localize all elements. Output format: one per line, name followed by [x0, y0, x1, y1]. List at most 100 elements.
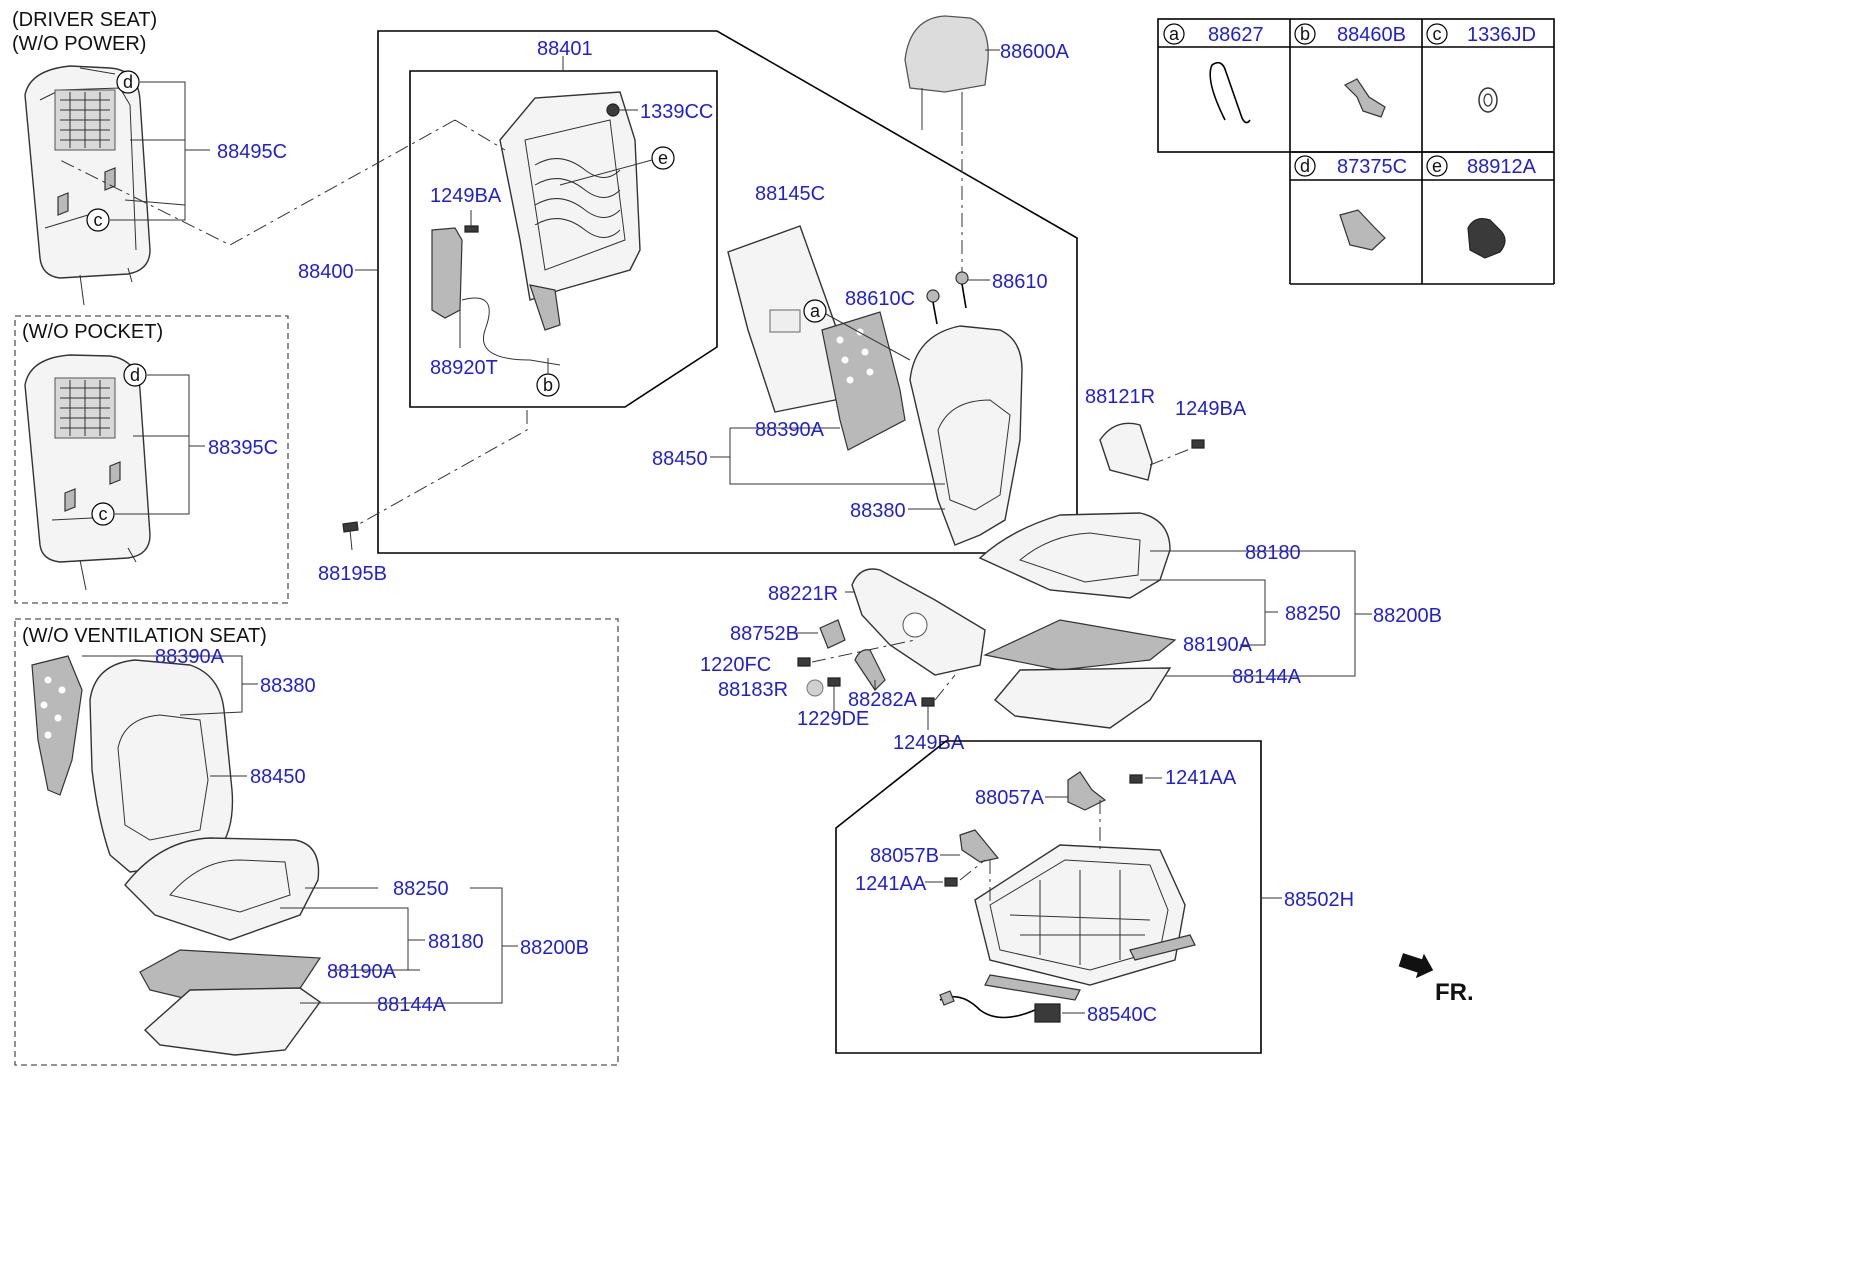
callout-c-pocket — [91, 502, 115, 526]
legend-letter-e — [1426, 155, 1448, 177]
legend-letter-d — [1294, 155, 1316, 177]
legend-letter-b — [1294, 23, 1316, 45]
hook-88627-icon — [1209, 61, 1251, 124]
label-88390A: 88390A — [755, 419, 825, 441]
label-v-88250: 88250 — [393, 878, 449, 900]
callout-a-text: a — [810, 301, 821, 321]
label-88145C: 88145C — [755, 183, 825, 205]
bolt-1249BA-right-icon — [1191, 439, 1205, 449]
label-v-88390A: 88390A — [155, 646, 225, 668]
label-88121R: 88121R — [1085, 386, 1155, 408]
headrest-88600A — [904, 15, 989, 130]
label-88057A: 88057A — [975, 787, 1045, 809]
label-88057B: 88057B — [870, 845, 939, 867]
screw-1229DE-icon — [827, 677, 841, 687]
label-1249BA-bottom: 1249BA — [893, 732, 965, 754]
label-1229DE: 1229DE — [797, 708, 869, 730]
label-1241AA-left: 1241AA — [855, 873, 927, 895]
header-without-power: (W/O POWER) — [12, 33, 146, 55]
seat-back-board-88395C — [24, 354, 151, 591]
clip-88460B-icon — [1343, 78, 1386, 118]
knob-88282A — [854, 649, 886, 691]
wo-ventilation-box — [14, 618, 619, 1066]
header-without-pocket: (W/O POCKET) — [22, 321, 163, 343]
callout-d-driver-text: d — [123, 72, 133, 92]
track-assembly-frame-88502H — [835, 740, 1262, 1054]
label-88195B: 88195B — [318, 563, 387, 585]
label-88752B: 88752B — [730, 623, 799, 645]
callout-d-pocket-text: d — [130, 365, 140, 385]
callout-d-pocket — [123, 363, 147, 387]
cushion-pad-88144A — [994, 667, 1172, 729]
seat-track-frame — [974, 844, 1196, 1001]
legend-letter-d-text: d — [1300, 156, 1310, 176]
callout-a — [803, 299, 827, 323]
label-88395C: 88395C — [208, 437, 278, 459]
label-88250: 88250 — [1285, 603, 1341, 625]
label-88495C: 88495C — [217, 141, 287, 163]
heater-mat-88190A — [983, 619, 1177, 671]
label-88200B: 88200B — [1373, 605, 1442, 627]
header-without-ventilation: (W/O VENTILATION SEAT) — [22, 625, 267, 647]
screw-1220FC-icon — [797, 657, 811, 667]
bolt-1249BA-bottom-icon — [921, 697, 935, 707]
callout-b-text: b — [543, 375, 553, 395]
label-88502H: 88502H — [1284, 889, 1354, 911]
seat-cushion-cover-88180 — [978, 512, 1171, 599]
label-v-88450: 88450 — [250, 766, 306, 788]
label-v-88180: 88180 — [428, 931, 484, 953]
bracket-88057B — [959, 829, 1000, 863]
label-v-88190A: 88190A — [327, 961, 397, 983]
label-88610: 88610 — [992, 271, 1048, 293]
legend-table — [1157, 18, 1555, 285]
label-88183R: 88183R — [718, 679, 788, 701]
label-88380: 88380 — [850, 500, 906, 522]
label-1241AA-top: 1241AA — [1165, 767, 1237, 789]
label-v-88144A: 88144A — [377, 994, 447, 1016]
label-v-88380: 88380 — [260, 675, 316, 697]
nut-1339CC-icon — [606, 103, 620, 117]
seat-back-board-88495C — [24, 65, 151, 306]
label-88600A: 88600A — [1000, 41, 1070, 63]
pin-88610C-icon — [926, 289, 940, 325]
legend-letter-c-text: c — [1433, 24, 1442, 44]
label-88180: 88180 — [1245, 542, 1301, 564]
clip-88912A-icon — [1467, 218, 1506, 259]
lever-88752B — [819, 619, 846, 649]
legend-part-c: 1336JD — [1467, 24, 1536, 46]
assembly-frame-88400 — [377, 30, 1078, 554]
bolt-1241AA-top-icon — [1129, 774, 1143, 784]
callout-c-driver-text: c — [94, 210, 103, 230]
legend-letter-a-text: a — [1169, 24, 1180, 44]
label-1339CC: 1339CC — [640, 101, 713, 123]
cap-88183R-icon — [806, 679, 824, 697]
bracket-87375C-icon — [1339, 209, 1386, 251]
label-88282A: 88282A — [848, 689, 918, 711]
vent-pad-88390A — [821, 311, 906, 451]
legend-letter-c — [1426, 23, 1448, 45]
label-88400: 88400 — [298, 261, 354, 283]
callout-d-driver — [116, 70, 140, 94]
label-88401: 88401 — [537, 38, 593, 60]
subassembly-frame-88401 — [409, 70, 718, 408]
legend-part-e: 88912A — [1467, 156, 1537, 178]
label-88190A: 88190A — [1183, 634, 1253, 656]
seat-back-frame — [431, 91, 641, 366]
label-88144A: 88144A — [1232, 666, 1302, 688]
label-front: FR. — [1435, 979, 1474, 1006]
legend-letter-b-text: b — [1300, 24, 1310, 44]
label-88610C: 88610C — [845, 288, 915, 310]
seat-back-cover-88380 — [909, 325, 1023, 546]
header-driver-seat: (DRIVER SEAT) — [12, 9, 157, 31]
label-88540C: 88540C — [1087, 1004, 1157, 1026]
bracket-88057A — [1067, 771, 1107, 811]
ventilation-seat-group — [31, 655, 322, 1056]
legend-letter-a — [1163, 23, 1185, 45]
legend-part-b: 88460B — [1337, 24, 1406, 46]
bolt-1241AA-left-icon — [944, 877, 958, 887]
label-1249BA-right: 1249BA — [1175, 398, 1247, 420]
label-v-88200B: 88200B — [520, 937, 589, 959]
legend-letter-e-text: e — [1432, 156, 1442, 176]
callout-e — [651, 146, 675, 170]
